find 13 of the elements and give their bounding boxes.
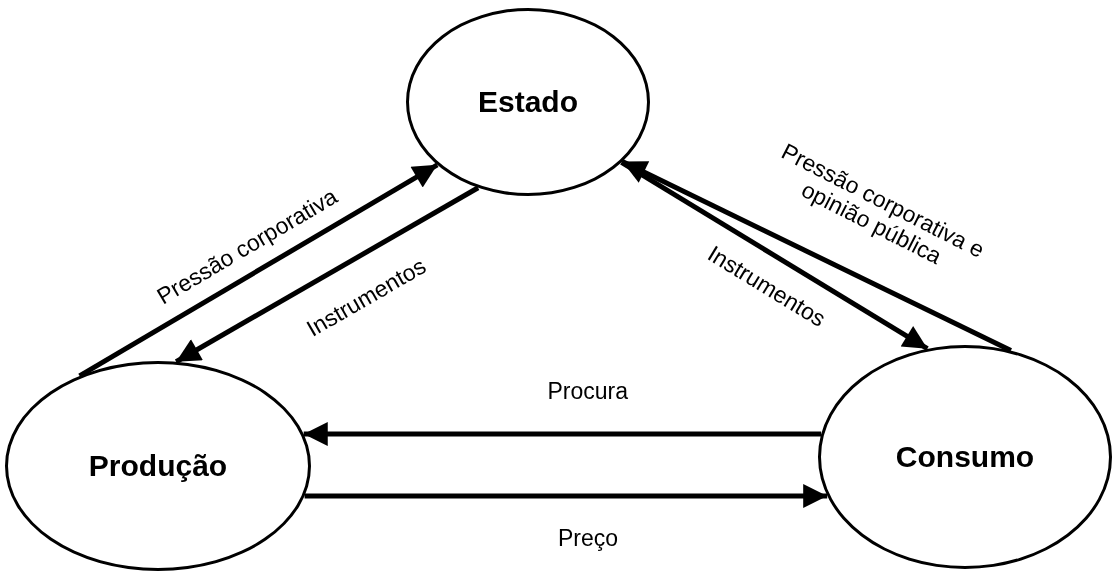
arrow [303,422,822,446]
node-label: Consumo [895,440,1035,474]
node-label: Produção [88,449,228,483]
ellipse-node [818,345,1112,569]
ellipse-node [406,8,650,196]
arrow [78,162,439,378]
ellipse-node [5,361,311,571]
edge-label: Procura [547,378,629,404]
arrow [174,185,480,364]
node-label: Estado [478,85,578,119]
arrow [304,484,828,508]
edge-label: Preço [558,525,619,551]
arrow [621,159,1012,353]
